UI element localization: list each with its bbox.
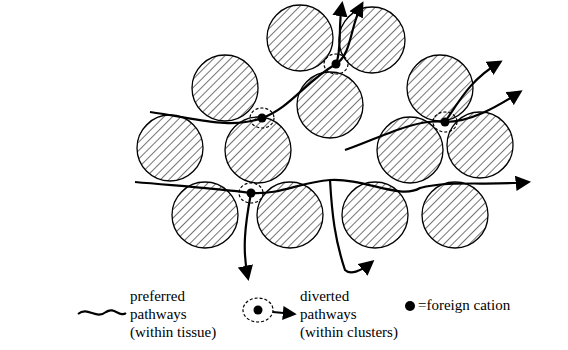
- cell-group: [137, 5, 513, 248]
- cell-ground: [422, 182, 488, 248]
- legend-wave-sample: [78, 310, 126, 314]
- foreign-cation: [247, 189, 256, 198]
- cell-outline: [192, 55, 258, 121]
- cell-outline: [172, 182, 238, 248]
- legend-entry: preferred pathways (within tissue): [130, 287, 230, 341]
- cell-ground: [407, 55, 473, 121]
- cell: [407, 55, 473, 121]
- pathway-group: [135, 4, 528, 278]
- preferred-pathway: [150, 4, 342, 123]
- cation-group: [239, 54, 457, 203]
- cell: [422, 182, 488, 248]
- legend-samples: [78, 298, 415, 322]
- cell-ground: [172, 182, 238, 248]
- diverted-pathway: [245, 193, 251, 278]
- foreign-cation: [332, 60, 341, 69]
- legend-text: preferred pathways (within tissue): [130, 287, 230, 341]
- foreign-cation: [441, 118, 450, 127]
- legend-cluster-sample: [243, 298, 273, 322]
- cell-outline: [137, 115, 203, 181]
- cell: [137, 115, 203, 181]
- cell-outline: [422, 182, 488, 248]
- cluster-outline: [433, 112, 457, 132]
- legend-entry: =foreign cation: [418, 296, 558, 314]
- cell: [297, 72, 363, 138]
- cell-ground: [267, 5, 333, 71]
- preferred-pathway: [330, 180, 372, 272]
- cluster-outline: [239, 183, 263, 203]
- cell: [192, 55, 258, 121]
- legend-cation-dot: [405, 301, 415, 311]
- cluster-outline: [324, 54, 348, 74]
- cell-ground: [137, 115, 203, 181]
- cell-ground: [297, 72, 363, 138]
- cell-outline: [407, 55, 473, 121]
- legend-arrow-sample: [273, 312, 294, 314]
- legend-text: diverted pathways (within clusters): [300, 287, 400, 341]
- legend-text: =foreign cation: [418, 296, 558, 314]
- legend-entry: diverted pathways (within clusters): [300, 287, 400, 341]
- cell-outline: [267, 5, 333, 71]
- preferred-pathway: [345, 92, 520, 150]
- cluster-outline: [250, 108, 274, 128]
- cell: [172, 182, 238, 248]
- cell-outline: [297, 72, 363, 138]
- cell: [267, 5, 333, 71]
- cell-ground: [192, 55, 258, 121]
- foreign-cation: [258, 114, 267, 123]
- diverted-pathway: [445, 62, 500, 122]
- legend-cation-sample: [254, 306, 263, 315]
